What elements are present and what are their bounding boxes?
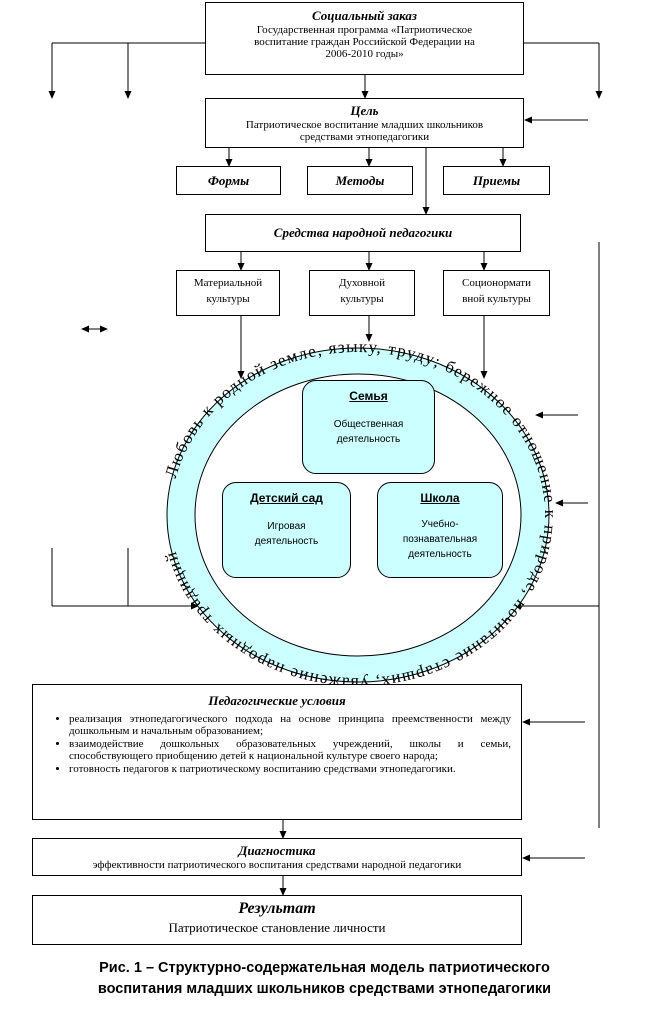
kindergarten-activity: Игровая деятельность: [223, 519, 350, 549]
family-activity: Общественная деятельность: [303, 417, 434, 447]
kindergarten-box: Детский сад Игровая деятельность: [222, 482, 351, 578]
material-culture-line-1: Материальной: [193, 277, 263, 289]
socionormative-culture-line-1: Соционормати: [461, 277, 531, 289]
kindergarten-activity-line-1: Игровая: [267, 521, 306, 532]
social-order-line-2: воспитание граждан Российской Федерации …: [254, 36, 475, 48]
school-activity-line-2: познавательная: [402, 534, 478, 545]
figure-caption-line-2: воспитания младших школьников средствами…: [97, 981, 552, 997]
school-activity-line-1: Учебно-: [421, 519, 459, 530]
condition-item: реализация этнопедагогического подхода н…: [69, 713, 511, 737]
school-title: Школа: [420, 491, 460, 505]
socionormative-culture-box: Соционормати вной культуры: [443, 270, 550, 316]
family-title: Семья: [349, 389, 388, 403]
means-box: Средства народной педагогики: [205, 214, 521, 252]
material-culture-box: Материальной культуры: [176, 270, 280, 316]
result-text: Патриотическое становление личности: [168, 920, 386, 935]
school-activity: Учебно- познавательная деятельность: [378, 517, 502, 562]
social-order-box: Социальный заказ Государственная програм…: [205, 2, 524, 75]
goal-title: Цель: [350, 103, 379, 118]
values-ring-inner: [194, 373, 522, 657]
forms-box: Формы: [176, 166, 281, 195]
family-activity-line-2: деятельность: [336, 434, 401, 445]
techniques-box: Приемы: [443, 166, 550, 195]
result-title: Результат: [238, 900, 316, 917]
conditions-title: Педагогические условия: [208, 693, 346, 708]
school-box: Школа Учебно- познавательная деятельност…: [377, 482, 503, 578]
material-culture-line-2: культуры: [206, 293, 250, 305]
family-box: Семья Общественная деятельность: [302, 380, 435, 474]
diagnostics-text: эффективности патриотического воспитания…: [92, 859, 462, 871]
family-activity-line-1: Общественная: [333, 419, 404, 430]
social-order-title: Социальный заказ: [312, 8, 417, 23]
conditions-box: Педагогические условия реализация этнопе…: [32, 684, 522, 820]
conditions-list: реализация этнопедагогического подхода н…: [33, 713, 521, 775]
result-box: Результат Патриотическое становление лич…: [32, 895, 522, 945]
social-order-line-1: Государственная программа «Патриотическо…: [256, 24, 473, 36]
spiritual-culture-line-1: Духовной: [338, 277, 386, 289]
school-activity-line-3: деятельность: [408, 549, 472, 560]
diagnostics-title: Диагностика: [238, 843, 316, 858]
figure-caption-line-1: Рис. 1 – Структурно-содержательная модел…: [99, 960, 550, 976]
kindergarten-activity-line-2: деятельность: [254, 536, 319, 547]
kindergarten-title: Детский сад: [250, 491, 323, 505]
goal-line-1: Патриотическое воспитание младших школьн…: [245, 119, 484, 131]
spiritual-culture-line-2: культуры: [340, 293, 384, 305]
condition-item: готовность педагогов к патриотическому в…: [69, 763, 511, 775]
goal-box: Цель Патриотическое воспитание младших ш…: [205, 98, 524, 148]
goal-line-2: средствами этнопедагогики: [299, 131, 430, 143]
socionormative-culture-line-2: вной культуры: [462, 293, 531, 305]
figure-caption: Рис. 1 – Структурно-содержательная модел…: [0, 958, 649, 1000]
spiritual-culture-box: Духовной культуры: [309, 270, 415, 316]
social-order-line-3: 2006-2010 годы»: [325, 48, 404, 60]
diagnostics-box: Диагностика эффективности патриотическог…: [32, 838, 522, 876]
condition-item: взаимодействие дошкольных образовательны…: [69, 738, 511, 762]
methods-box: Методы: [307, 166, 413, 195]
